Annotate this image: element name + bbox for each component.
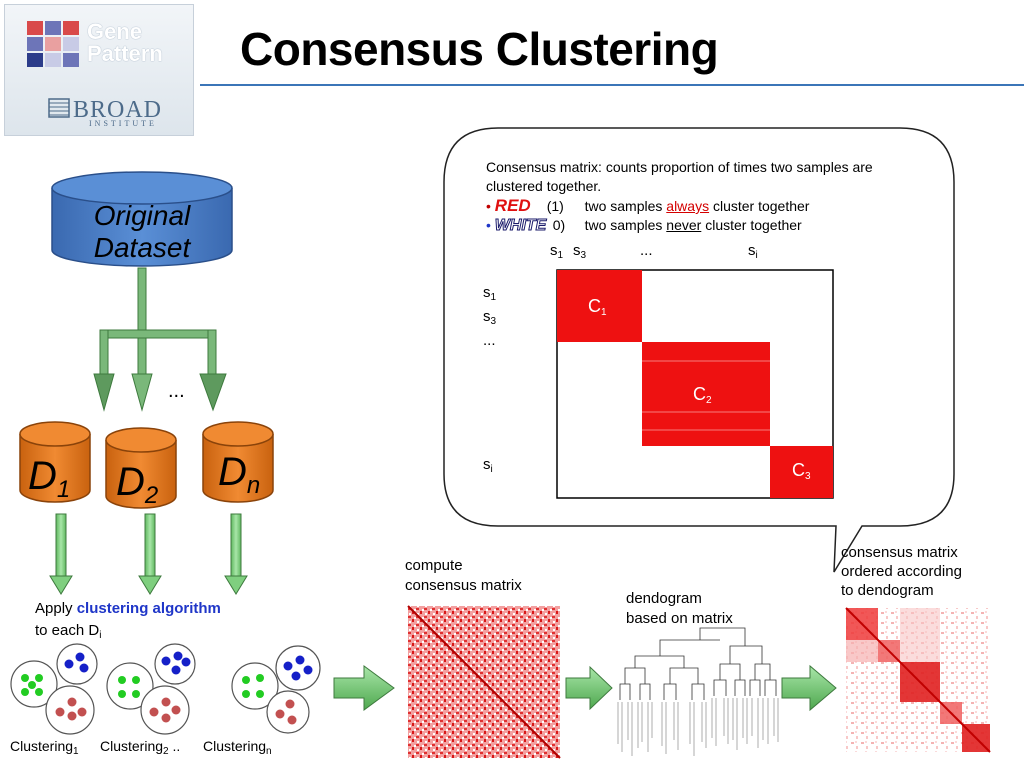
institute-wordmark: INSTITUTE: [89, 119, 157, 128]
ordered-matrix-caption: consensus matrix ordered according to de…: [841, 544, 962, 599]
legend-red-row: • RED (1) two samples always cluster tog…: [486, 196, 810, 215]
clustering-result-1: [10, 643, 98, 735]
cluster-label-1: C1: [588, 296, 607, 318]
cluster-block-3: [770, 446, 833, 498]
clustering-label-1: Clustering1: [10, 738, 79, 757]
page-title: Consensus Clustering: [240, 23, 719, 75]
genepattern-grid-icon: [27, 21, 79, 67]
dataset-cylinder-1: [19, 421, 91, 503]
dataset-label-n: Dn: [218, 450, 261, 499]
matrix-row-label-s1: s1: [483, 284, 497, 303]
broad-wordmark: BROAD: [73, 97, 163, 123]
consensus-matrix-schematic: [556, 269, 834, 499]
cluster-block-2: [642, 342, 770, 446]
branch-ellipsis: ...: [168, 380, 185, 402]
matrix-row-label-ellipsis: ...: [483, 332, 496, 349]
cluster-block-1: [557, 270, 642, 342]
original-dataset-label: Original Dataset: [93, 200, 191, 263]
matrix-col-label-ellipsis: ...: [640, 242, 653, 259]
clustering-label-n: Clusteringn: [203, 738, 272, 757]
apply-clustering-caption: Apply clustering algorithm to each Di: [35, 600, 221, 641]
legend-white-word: WHITE: [494, 217, 547, 235]
matrix-row-label-s3: s3: [483, 308, 497, 327]
cluster-label-2: C2: [693, 384, 712, 406]
dataset-cylinder-2: [105, 427, 177, 509]
computed-consensus-heatmap: [407, 605, 561, 759]
legend-white-row: • WHITE 0) two samples never cluster tog…: [486, 217, 802, 235]
compute-consensus-caption: compute consensus matrix: [405, 557, 522, 594]
matrix-col-label-s1: s1: [550, 242, 564, 261]
dendogram-caption: dendogram based on matrix: [626, 590, 733, 627]
original-dataset-cylinder: [51, 171, 233, 267]
consensus-matrix-description: Consensus matrix: counts proportion of t…: [486, 158, 926, 235]
clustering-down-arrows: [49, 513, 248, 595]
dendrogram-leaf-labels: [617, 698, 779, 756]
dataset-label-2: D2: [116, 460, 159, 509]
clustering-result-n: [231, 645, 321, 734]
matrix-row-label-si: si: [483, 456, 493, 475]
genepattern-broad-logo: Gene Pattern BROAD INSTITUTE: [4, 4, 194, 136]
cluster-label-3: C3: [792, 460, 811, 482]
branch-arrows: [93, 267, 227, 412]
title-underline: [200, 84, 1024, 86]
clustering-label-2: Clustering2 ..: [100, 738, 181, 757]
dataset-cylinder-n: [202, 421, 274, 503]
matrix-col-label-si: si: [748, 242, 758, 261]
legend-red-word: RED: [494, 196, 531, 215]
dataset-label-1: D1: [28, 454, 71, 503]
broad-emblem-icon: [48, 98, 70, 118]
genepattern-wordmark: Gene Pattern: [87, 19, 163, 66]
clustering-result-2: [106, 643, 196, 735]
matrix-col-label-s3: s3: [573, 242, 587, 261]
dendrogram: [619, 627, 777, 700]
pipeline-arrows: [333, 664, 837, 712]
ordered-consensus-heatmap: [845, 607, 991, 753]
